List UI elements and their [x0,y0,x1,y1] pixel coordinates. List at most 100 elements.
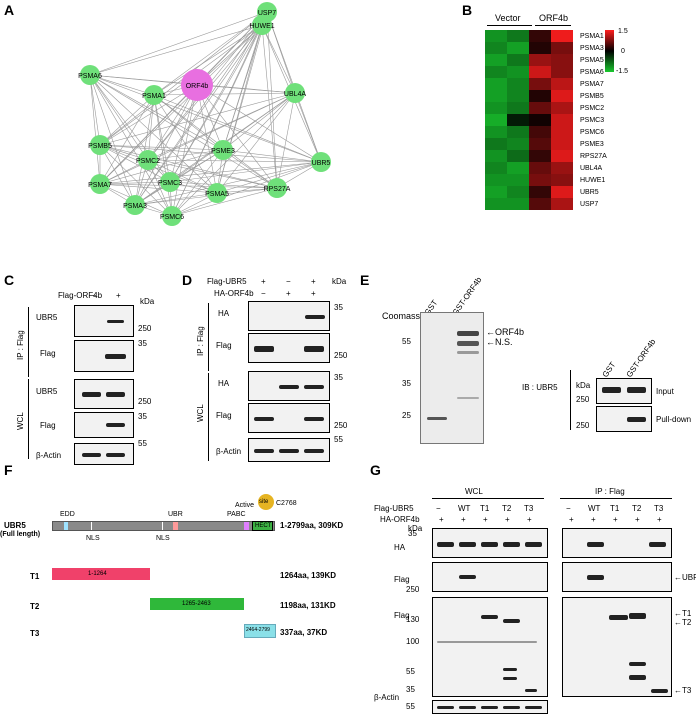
network-edge [99,92,296,185]
network-node-label: PSMB5 [88,143,112,150]
network-node-label: UBR5 [312,160,331,167]
row-label: Flag [40,421,56,430]
t1-bar: 1-1264 [52,568,150,580]
network-edge [89,74,155,96]
ha-sign: + [635,515,640,524]
panel-label-d: D [182,272,193,288]
blot-actin [74,443,134,465]
panel-label-b: B [462,2,473,18]
lane-gst-orf4b: GST-ORF4b [624,337,658,379]
t2-name: T2 [30,602,40,611]
active-site-marker: site [258,494,274,510]
wcl-label: WCL [196,404,205,422]
heatmap-cell [485,174,507,186]
network-node [138,150,158,170]
heatmap-group-orf4b: ORF4b [539,13,569,23]
mw-marker: 250 [334,351,348,360]
network-edge [171,161,322,217]
network-edge [99,92,296,146]
blot-wcl-flag [248,403,330,433]
heatmap-row: PSMA7 [485,78,625,90]
network-edge [134,149,224,206]
t1-desc: 1264aa, 139KD [280,571,337,580]
heatmap-cell [529,174,551,186]
blot-wcl-ha [248,371,330,401]
panel-label-g: G [370,462,381,478]
network-edge [89,24,263,76]
sign: + [311,277,316,286]
heatmap-cell [551,78,573,90]
ib-bracket [570,370,571,430]
network-edge [153,94,173,217]
network-edge [134,11,268,206]
network-edge [196,84,218,194]
heatmap-cell [551,114,573,126]
heatmap-cell [485,198,507,210]
panel-label-f: F [4,462,13,478]
network-edge [153,94,322,163]
ip-bracket [208,303,209,371]
heatmap-cell [507,186,529,198]
heatmap-cell [551,126,573,138]
sign: + [286,289,291,298]
ha-sign: + [527,515,532,524]
network-edge [147,149,224,161]
network-node [181,69,213,101]
t1-name: T1 [30,572,40,581]
heatmap-cell [529,66,551,78]
network-node-label: PSMC2 [136,158,160,165]
lane-label: T1 [480,504,490,513]
heatmap-row: PSMA5 [485,54,625,66]
heatmap-row: PSMC6 [485,126,625,138]
heatmap-row-label: PSMC2 [580,105,605,112]
wcl-bracket [28,379,29,459]
blot-wcl-ubr5 [74,379,134,409]
heatmap-row-label: PSMA5 [580,57,604,64]
heatmap-cell [507,150,529,162]
domain-label: NLS [156,535,170,542]
blot-wcl-ha [432,528,548,558]
t3-bar: 2464-2799 [244,624,276,638]
row-label: β-Actin [216,447,242,456]
heatmap-cell [529,102,551,114]
legend-mid: 0 [621,48,625,55]
network-node [267,178,287,198]
network-node [207,183,227,203]
network-node-label: RPS27A [264,186,291,193]
network-node-label: PSMA6 [78,73,102,80]
heatmap-row-label: USP7 [580,201,599,208]
domain-label: PABC [227,511,246,518]
panel-e: Coomassie GST GST-ORF4b 55 35 25 ←ORF4b … [360,270,696,445]
wcl-bracket [208,373,209,461]
mw-marker: 55 [138,439,147,448]
heatmap-row: PSMA3 [485,42,625,54]
heatmap-row-label: HUWE1 [580,177,606,184]
heatmap-cell [485,138,507,150]
coomassie-label: Coomassie [382,311,428,321]
ha-sign: + [591,515,596,524]
heatmap-row-label: UBR5 [580,189,599,196]
heatmap-cell [529,114,551,126]
panel-d-blots: Flag-UBR5 HA-ORF4b + − + − + + kDa IP : … [180,270,360,462]
heatmap-row: PSMA6 [485,66,625,78]
mw-marker: 35 [334,373,343,382]
lane-label: T3 [654,504,664,513]
network-edge [89,74,101,185]
lane2-sign: + [116,291,121,300]
heatmap-cell [507,162,529,174]
blot-input [596,378,652,404]
network-edge [89,74,218,194]
heatmap-cell [507,54,529,66]
network-node [90,135,110,155]
panel-c-blots: Flag-ORF4b − + kDa IP : Flag WCL UBR5 25… [0,270,170,465]
heatmap-cell [529,78,551,90]
heatmap-cell [551,198,573,210]
mw-marker: 55 [402,337,411,346]
row-label: HA [218,379,230,388]
mw-marker: 250 [576,421,590,430]
row-label: Flag [40,349,56,358]
heatmap-cell [507,42,529,54]
sign: + [311,289,316,298]
ubr5-bar: HECT [52,521,275,531]
network-node-label: PSMA5 [205,191,229,198]
